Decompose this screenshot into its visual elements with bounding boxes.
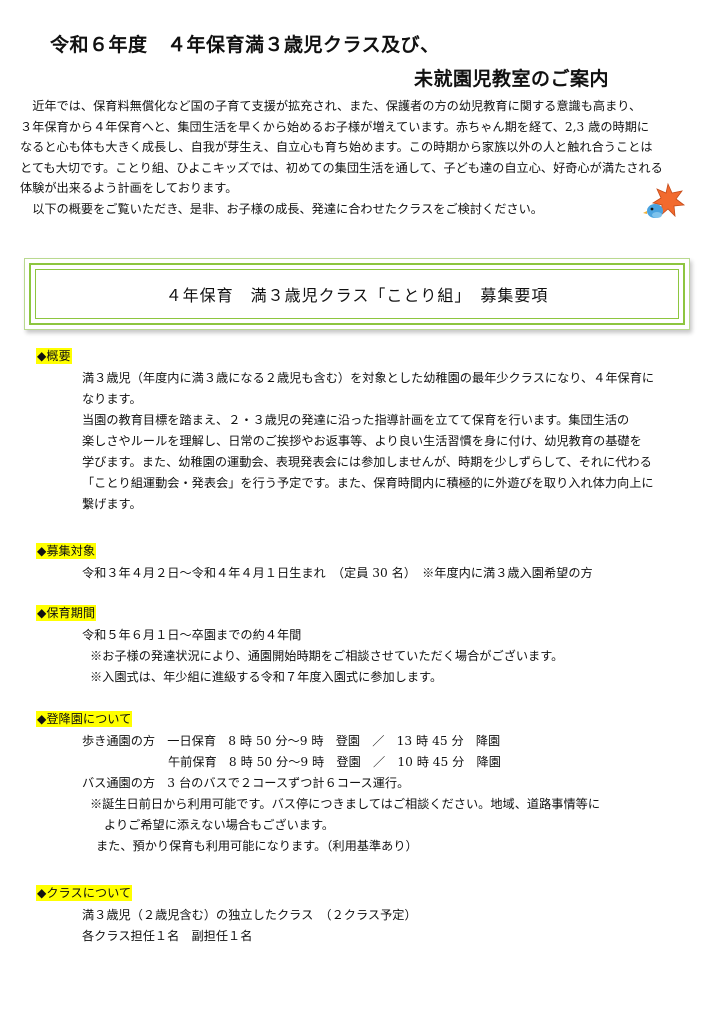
section-line: 令和３年４月２日～令和４年４月１日生まれ （定員 30 名） ※年度内に満３歳入…: [82, 566, 593, 580]
intro-line: 体験が出来るよう計画をしております。: [20, 181, 238, 195]
section-period: ◆保育期間 令和５年６月１日～卒園までの約４年間 ※お子様の発達状況により、通園…: [36, 605, 696, 688]
bird-with-leaf-icon: [642, 182, 686, 222]
section-note: ※入園式は、年少組に進級する令和７年度入園式に参加します。: [90, 670, 443, 684]
section-line: 歩き通園の方 一日保育 8 時 50 分～9 時 登園 ／ 13 時 45 分 …: [82, 734, 501, 748]
intro-line: ３年保育から４年保育へと、集団生活を早くから始めるお子様が増えています。赤ちゃん…: [20, 119, 650, 134]
section-note: ※誕生日前日から利用可能です。バス停につきましてはご相談ください。地域、道路事情…: [90, 797, 601, 811]
section-heading: ◆保育期間: [36, 605, 97, 621]
intro-line: 以下の概要をご覧いただき、是非、お子様の成長、発達に合わせたクラスをご検討くださ…: [32, 201, 543, 216]
recruitment-title-box: ４年保育 満３歳児クラス「ことり組」 募集要項: [24, 258, 690, 330]
section-line: 満３歳児（２歳児含む）の独立したクラス （２クラス予定）: [82, 908, 417, 922]
section-line: 「ことり組運動会・発表会」を行う予定です。また、保育時間内に積極的に外遊びを取り…: [82, 476, 654, 490]
recruitment-title: ４年保育 満３歳児クラス「ことり組」 募集要項: [165, 286, 549, 305]
section-line: 午前保育 8 時 50 分～9 時 登園 ／ 10 時 45 分 降園: [168, 755, 501, 769]
section-note: よりご希望に添えない場合もございます。: [104, 818, 335, 832]
section-commute: ◆登降園について 歩き通園の方 一日保育 8 時 50 分～9 時 登園 ／ 1…: [36, 711, 696, 857]
section-target: ◆募集対象 令和３年４月２日～令和４年４月１日生まれ （定員 30 名） ※年度…: [36, 543, 696, 584]
section-heading: ◆登降園について: [36, 711, 133, 727]
section-overview: ◆概要 満３歳児（年度内に満３歳になる２歳児も含む）を対象とした幼稚園の最年少ク…: [36, 348, 696, 515]
section-note: また、預かり保育も利用可能になります。（利用基準あり）: [96, 839, 418, 853]
section-heading: ◆概要: [36, 348, 72, 364]
section-line: 当園の教育目標を踏まえ、２・３歳児の発達に沿った指導計画を立てて保育を行います。…: [82, 413, 630, 427]
intro-line: とても大切です。ことり組、ひよこキッズでは、初めての集団生活を通して、子ども達の…: [20, 160, 663, 175]
section-line: なります。: [82, 392, 142, 406]
section-line: 満３歳児（年度内に満３歳になる２歳児も含む）を対象とした幼稚園の最年少クラスにな…: [82, 371, 655, 385]
document-title-line1: 令和６年度 ４年保育満３歳児クラス及び、: [50, 34, 440, 56]
section-line: 令和５年６月１日～卒園までの約４年間: [82, 628, 302, 642]
section-line: 楽しさやルールを理解し、日常のご挨拶やお返事等、より良い生活習慣を身に付け、幼児…: [82, 434, 642, 448]
section-note: ※お子様の発達状況により、通園開始時期をご相談させていただく場合がございます。: [90, 649, 564, 663]
section-class: ◆クラスについて 満３歳児（２歳児含む）の独立したクラス （２クラス予定） 各ク…: [36, 885, 696, 947]
document-title-line2: 未就園児教室のご案内: [414, 68, 610, 90]
section-line: 学びます。また、幼稚園の運動会、表現発表会には参加しませんが、時期を少しずらして…: [82, 455, 652, 469]
section-heading: ◆クラスについて: [36, 885, 133, 901]
intro-line: 近年では、保育料無償化など国の子育て支援が拡充され、また、保護者の方の幼児教育に…: [32, 99, 642, 113]
section-heading: ◆募集対象: [36, 543, 97, 559]
section-line: バス通園の方 3 台のバスで２コースずつ計６コース運行。: [82, 776, 410, 790]
intro-paragraph: 近年では、保育料無償化など国の子育て支援が拡充され、また、保護者の方の幼児教育に…: [20, 96, 704, 219]
section-line: 繋げます。: [82, 497, 142, 511]
intro-line: なると心も体も大きく成長し、自我が芽生え、自立心も育ち始めます。この時期から家族…: [20, 140, 653, 154]
section-line: 各クラス担任１名 副担任１名: [82, 929, 253, 943]
